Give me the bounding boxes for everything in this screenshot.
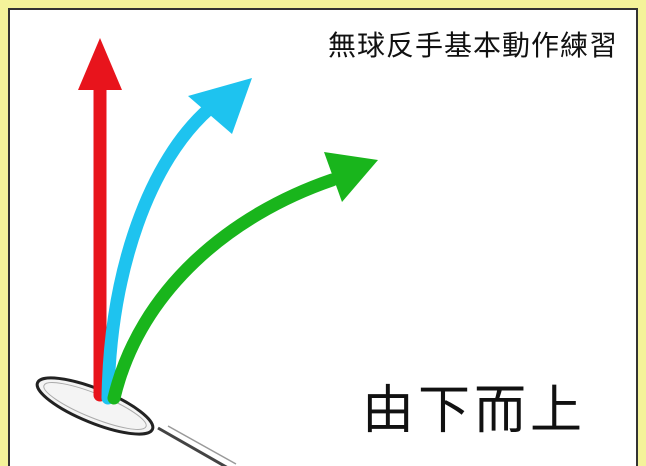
blue-arrow-shaft [101,101,217,405]
direction-caption: 由下而上 [362,381,587,441]
stroke-diagram [35,38,378,466]
slide: 無球反手基本動作練習 由下而上 [8,8,638,466]
blue-arrow [101,78,252,405]
red-arrow-head [78,38,122,90]
green-arrow-shaft [107,173,339,405]
slide-title: 無球反手基本動作練習 [327,29,618,62]
green-arrow [107,152,378,405]
red-arrow [78,38,122,402]
racket-handle [157,426,228,466]
green-arrow-head [324,152,378,202]
racket-handle-edge [167,425,237,465]
racket [35,376,237,466]
blue-arrow-head [188,78,252,134]
